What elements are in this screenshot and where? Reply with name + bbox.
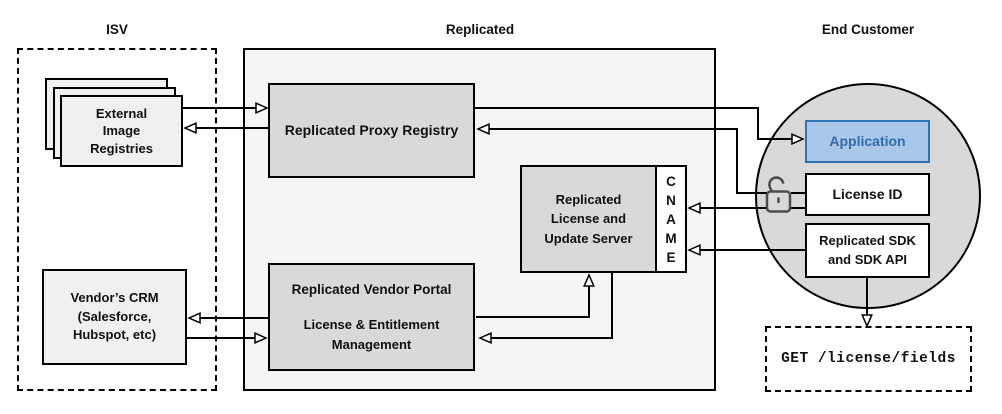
- crm-line: (Salesforce,: [77, 308, 152, 324]
- vendor-crm-node: Vendor’s CRM (Salesforce, Hubspot, etc): [42, 269, 187, 365]
- get-request-label: GET /license/fields: [781, 351, 956, 367]
- isv-boundary: [17, 48, 217, 391]
- application-label: Application: [829, 133, 906, 150]
- sdk-api-node: Replicated SDK and SDK API: [805, 223, 930, 278]
- crm-line: Vendor’s CRM: [70, 289, 159, 305]
- registries-line: External: [95, 105, 148, 121]
- application-node: Application: [805, 120, 930, 163]
- license-id-node: License ID: [805, 173, 930, 216]
- vendor-portal-line: License & Entitlement: [303, 317, 440, 333]
- license-server-line: Update Server: [544, 230, 633, 246]
- proxy-registry-label: Replicated Proxy Registry: [284, 122, 459, 139]
- license-server-line: Replicated: [555, 191, 622, 207]
- cname-node: C N A M E: [655, 165, 687, 273]
- cname-letter: C: [666, 173, 676, 189]
- cname-letters: C N A M E: [665, 172, 676, 267]
- cname-letter: N: [666, 192, 676, 208]
- section-label-end-customer: End Customer: [821, 22, 915, 37]
- vendor-portal-title: Replicated Vendor Portal: [291, 281, 452, 297]
- registries-line: Image: [102, 123, 141, 139]
- proxy-registry-node: Replicated Proxy Registry: [268, 83, 475, 178]
- section-label-isv: ISV: [106, 22, 128, 37]
- license-update-server-node: Replicated License and Update Server: [520, 165, 657, 273]
- sdk-line: Replicated SDK: [819, 232, 916, 248]
- get-request-frame: [765, 326, 972, 392]
- cname-letter: E: [666, 249, 676, 265]
- external-image-registries-node: External Image Registries: [60, 95, 183, 167]
- vendor-portal-line: Management: [331, 336, 412, 352]
- get-license-fields-node: GET /license/fields: [765, 326, 972, 392]
- license-id-label: License ID: [832, 186, 903, 203]
- section-label-replicated: Replicated: [445, 22, 515, 37]
- registries-line: Registries: [90, 140, 153, 156]
- cname-letter: M: [665, 230, 677, 246]
- vendor-portal-node: Replicated Vendor Portal License & Entit…: [268, 263, 475, 371]
- sdk-line: and SDK API: [828, 251, 907, 267]
- license-server-line: License and: [550, 211, 627, 227]
- crm-line: Hubspot, etc): [72, 327, 157, 343]
- cname-letter: A: [666, 211, 676, 227]
